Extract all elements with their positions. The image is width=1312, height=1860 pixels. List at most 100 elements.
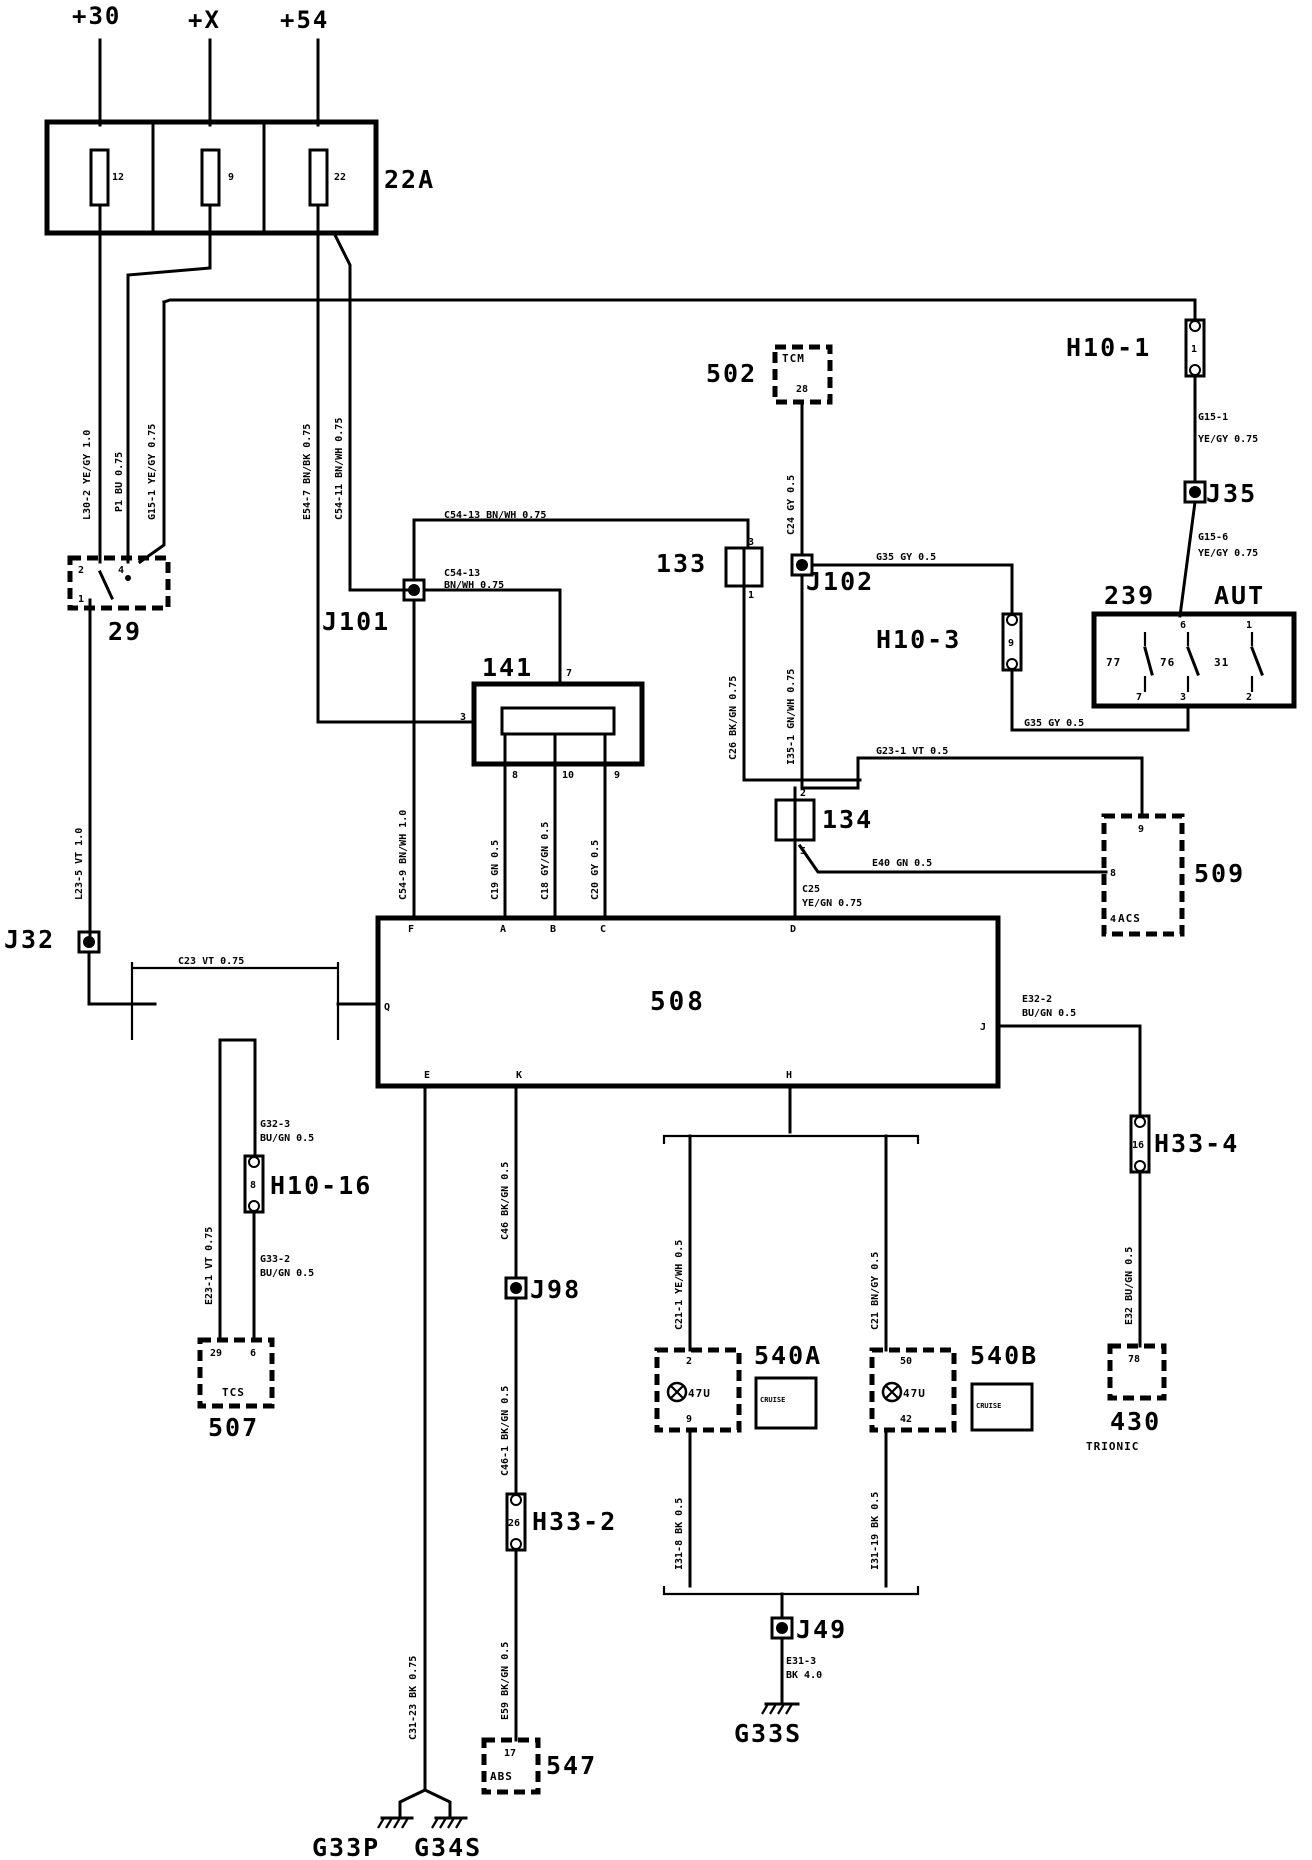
wire-c26 [742,584,862,782]
connector-133: 3 1 133 [656,537,764,601]
svg-text:6: 6 [1180,620,1186,631]
wire-c31-23 [398,1084,452,1820]
label-c21-1: C21-1 YE/WH 0.5 [674,1240,685,1330]
label-c54-11: C54-11 BN/WH 0.75 [334,418,345,520]
svg-text:H10-1: H10-1 [1066,333,1151,362]
wire-e40 [797,843,1108,874]
indicator-lamp-icon [666,1381,688,1403]
wire-g23-1 [800,756,1144,818]
label-p1: P1 BU 0.75 [114,452,125,512]
label-e31-3: E31-3 [786,1656,816,1667]
label-c54-13-mid: C54-13 [444,568,480,579]
svg-text:1: 1 [1191,344,1197,355]
svg-text:508: 508 [650,987,706,1017]
svg-text:H10-3: H10-3 [876,625,961,654]
wires-141-508 [503,732,607,920]
module-141: 141 7 3 8 10 9 [460,653,645,781]
fuse-box-label: 22A [384,165,435,194]
svg-text:YE/GN 0.75: YE/GN 0.75 [802,898,862,909]
svg-text:2: 2 [78,565,84,576]
junction-j102: J102 [790,553,872,596]
svg-text:133: 133 [656,549,707,578]
fuse-12-number: 12 [112,172,124,183]
svg-text:17: 17 [504,1748,516,1759]
module-507-tcs: 29 6 TCS 507 [197,1337,275,1442]
label-g15-1: G15-1 YE/GY 0.75 [147,424,158,520]
wire-p1 [126,231,212,564]
svg-text:1: 1 [78,594,84,605]
svg-text:J49: J49 [796,1615,847,1644]
label-g34s: G34S [414,1833,482,1860]
svg-text:ACS: ACS [1118,912,1141,925]
switch-29: 2 4 1 29 [67,555,171,646]
junction-j101: J101 [322,578,426,636]
label-g15-1-right: G15-1 [1198,412,1228,423]
connector-h10-16: 8 H10-16 [243,1154,372,1214]
svg-text:YE/GY 0.75: YE/GY 0.75 [1198,434,1258,445]
wires-i31 [688,1428,888,1588]
label-c20: C20 GY 0.5 [590,840,601,900]
label-e32-2: E32-2 [1022,994,1052,1005]
label-g33p: G33P [312,1833,380,1860]
svg-text:CRUISE: CRUISE [760,1396,785,1404]
module-509-acs: 9 8 4 ACS 509 [1101,813,1243,937]
svg-text:YE/GY 0.75: YE/GY 0.75 [1198,548,1258,559]
label-g23-1: G23-1 VT 0.5 [876,746,948,757]
svg-text:3: 3 [460,712,466,723]
label-c21: C21 BN/GY 0.5 [870,1252,881,1330]
svg-text:H10-16: H10-16 [270,1171,372,1200]
label-c19: C19 GN 0.5 [490,840,501,900]
svg-text:J32: J32 [4,925,55,954]
svg-text:430: 430 [1110,1407,1161,1436]
module-430-trionic: 78 430 TRIONIC [1086,1343,1167,1453]
module-540b: 50 42 47U CRUISE 540B [869,1341,1036,1433]
svg-text:7: 7 [566,668,572,679]
label-l30-2: L30-2 YE/GY 1.0 [82,430,93,520]
wire-c54-13 [412,518,750,582]
svg-text:TCS: TCS [222,1386,245,1399]
fuse-box-22a: 12 9 22 22A [44,119,435,236]
svg-text:8: 8 [1110,868,1116,879]
svg-text:CRUISE: CRUISE [976,1402,1001,1410]
svg-text:3: 3 [748,537,754,548]
wire-g15-1-top [162,298,1197,322]
label-l23-5: L23-5 VT 1.0 [74,828,85,900]
svg-text:9: 9 [686,1414,692,1425]
svg-text:42: 42 [900,1414,912,1425]
label-g35-top: G35 GY 0.5 [876,552,936,563]
svg-text:BN/WH 0.75: BN/WH 0.75 [444,580,504,591]
junction-j35: J35 [1183,479,1257,508]
switch-239-aut: 239 AUT 6 1 7 3 2 77 76 31 [1091,581,1297,709]
svg-text:J101: J101 [322,607,390,636]
connector-h10-1: 1 H10-1 [1066,318,1206,378]
label-c54-9: C54-9 BN/WH 1.0 [398,810,409,900]
ground-g34s-icon [431,1816,468,1829]
label-e40: E40 GN 0.5 [872,858,932,869]
svg-text:B: B [550,924,556,935]
label-g32-3: G32-3 [260,1119,290,1130]
label-g35-bot: G35 GY 0.5 [1024,718,1084,729]
ground-g33p-icon [377,1816,414,1829]
supply-label-54: +54 [280,6,329,34]
svg-text:J: J [980,1022,986,1033]
svg-text:K: K [516,1070,522,1081]
junction-j32: J32 [4,925,101,954]
fuse-9-icon [200,148,221,207]
label-i35-1: I35-1 GN/WH 0.75 [786,669,797,765]
svg-text:TRIONIC: TRIONIC [1086,1440,1139,1453]
svg-text:507: 507 [208,1413,259,1442]
connector-h10-3: 9 H10-3 [876,612,1023,672]
svg-text:F: F [408,924,414,935]
svg-text:A: A [500,924,506,935]
bus-c23 [130,962,340,1040]
svg-text:31: 31 [1214,656,1229,669]
svg-text:2: 2 [1246,692,1252,703]
svg-text:H: H [786,1070,792,1081]
svg-text:28: 28 [796,384,808,395]
svg-text:8: 8 [512,770,518,781]
svg-text:BU/GN 0.5: BU/GN 0.5 [1022,1008,1076,1019]
svg-text:J35: J35 [1206,479,1257,508]
label-c31-23: C31-23 BK 0.75 [408,1656,419,1740]
label-g15-6: G15-6 [1198,532,1228,543]
